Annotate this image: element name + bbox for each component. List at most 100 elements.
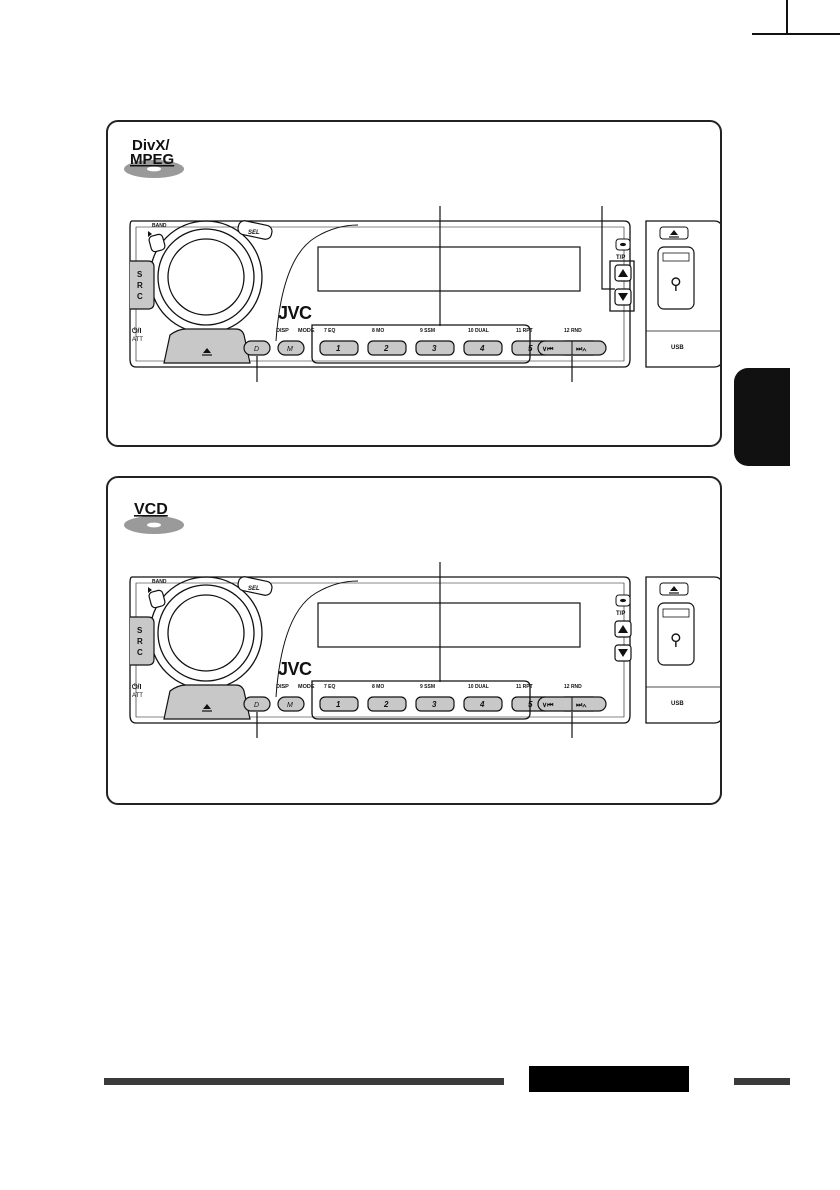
badge-line-2: MPEG (130, 151, 174, 168)
skip-back-icon: ∨⏮ (542, 346, 554, 353)
band-label: BAND (152, 223, 167, 229)
usb-icon: ⚲ (670, 276, 682, 293)
preset-button-4 (463, 340, 503, 356)
up-arrow-icon (618, 269, 628, 277)
m-button-label: M (287, 346, 293, 353)
faceplate-inner-outline (135, 582, 625, 718)
footer-rule-right (734, 1078, 790, 1085)
preset-button-2 (367, 696, 407, 712)
preset-function-4: 10 DUAL (468, 684, 489, 690)
d-button-label: D (254, 346, 259, 353)
preset-button-1 (319, 696, 359, 712)
d-button (243, 340, 271, 356)
m-button (277, 696, 305, 712)
preset-button-label-4: 4 (479, 344, 485, 353)
disp-label: DISP (276, 328, 289, 334)
power-icon: ⏻/I (132, 327, 141, 335)
updown-highlight-frame (609, 260, 635, 312)
faceplate-outline (129, 576, 631, 724)
src-label-0: S (137, 270, 143, 279)
preset-highlight-frame (311, 324, 531, 364)
skip-forward-icon: ⏭∧ (576, 346, 587, 353)
usb-icon: ⚲ (670, 632, 682, 649)
down-arrow-icon (618, 293, 628, 301)
disc-eject-icon (203, 704, 211, 709)
preset-function-1: 7 EQ (324, 328, 336, 334)
crop-mark-top-vertical (786, 0, 788, 34)
band-button (148, 233, 166, 253)
m-button-label: M (287, 702, 293, 709)
format-badge: DivX/MPEG (124, 137, 184, 178)
display-window (317, 246, 581, 292)
att-label: ATT (132, 693, 143, 699)
src-label-2: C (137, 648, 143, 657)
preset-highlight-frame (311, 680, 531, 720)
faceplate-inner-outline (135, 226, 625, 362)
mode-label: MODE (298, 684, 315, 690)
preset-button-label-2: 2 (383, 700, 389, 709)
usb-slot (657, 246, 695, 310)
preset-button-label-2: 2 (383, 344, 389, 353)
usb-label: USB (671, 345, 684, 351)
preset-function-3: 9 SSM (420, 684, 435, 690)
control-dial-ring (157, 584, 255, 682)
preset-button-2 (367, 340, 407, 356)
format-badge: VCD (124, 501, 184, 534)
band-button (148, 589, 166, 609)
preset-function-6: 12 RND (564, 684, 582, 690)
att-label: ATT (132, 337, 143, 343)
usb-label: USB (671, 701, 684, 707)
faceplate-swoosh (275, 580, 359, 698)
disp-label: DISP (276, 684, 289, 690)
power-icon: ⏻/I (132, 683, 141, 691)
tp-label: T/P (616, 611, 625, 617)
preset-button-label-1: 1 (336, 344, 341, 353)
preset-function-5: 11 RPT (516, 684, 533, 690)
crop-mark-top-horizontal (752, 33, 840, 35)
usb-slot (657, 602, 695, 666)
down-arrow-icon (618, 649, 628, 657)
up-arrow-icon (618, 625, 628, 633)
preset-function-3: 9 SSM (420, 328, 435, 334)
src-label-0: S (137, 626, 143, 635)
preset-button-1 (319, 340, 359, 356)
m-button (277, 340, 305, 356)
tp-dot-icon (620, 598, 626, 603)
eject-icon (670, 230, 678, 235)
display-window (317, 602, 581, 648)
usb-slot-inner (662, 608, 690, 618)
preset-button-label-1: 1 (336, 700, 341, 709)
callout-line-updown (601, 206, 615, 290)
control-dial (167, 594, 245, 672)
src-button (130, 260, 155, 310)
src-label-1: R (137, 281, 143, 290)
mode-label: MODE (298, 328, 315, 334)
src-label-2: C (137, 292, 143, 301)
src-label-1: R (137, 637, 143, 646)
brand-logo: JVC (278, 303, 312, 323)
badge-line-1: DivX/ (132, 137, 170, 154)
preset-button-label-4: 4 (479, 700, 485, 709)
band-arrow-icon (148, 587, 152, 593)
d-button-label: D (254, 702, 259, 709)
badge-disc-hole-icon (147, 166, 161, 172)
tp-dot-icon (620, 242, 626, 247)
control-dial (167, 238, 245, 316)
preset-function-5: 11 RPT (516, 328, 533, 334)
preset-button-label-3: 3 (432, 700, 437, 709)
tp-label: T/P (616, 255, 625, 261)
sel-button (237, 576, 273, 596)
faceplate-outline (129, 220, 631, 368)
preset-function-6: 12 RND (564, 328, 582, 334)
badge-line-1: VCD (134, 501, 168, 518)
preset-function-4: 10 DUAL (468, 328, 489, 334)
preset-button-label-3: 3 (432, 344, 437, 353)
faceplate-swoosh (275, 224, 359, 342)
eject-icon (670, 586, 678, 591)
skip-back-icon: ∨⏮ (542, 702, 554, 709)
